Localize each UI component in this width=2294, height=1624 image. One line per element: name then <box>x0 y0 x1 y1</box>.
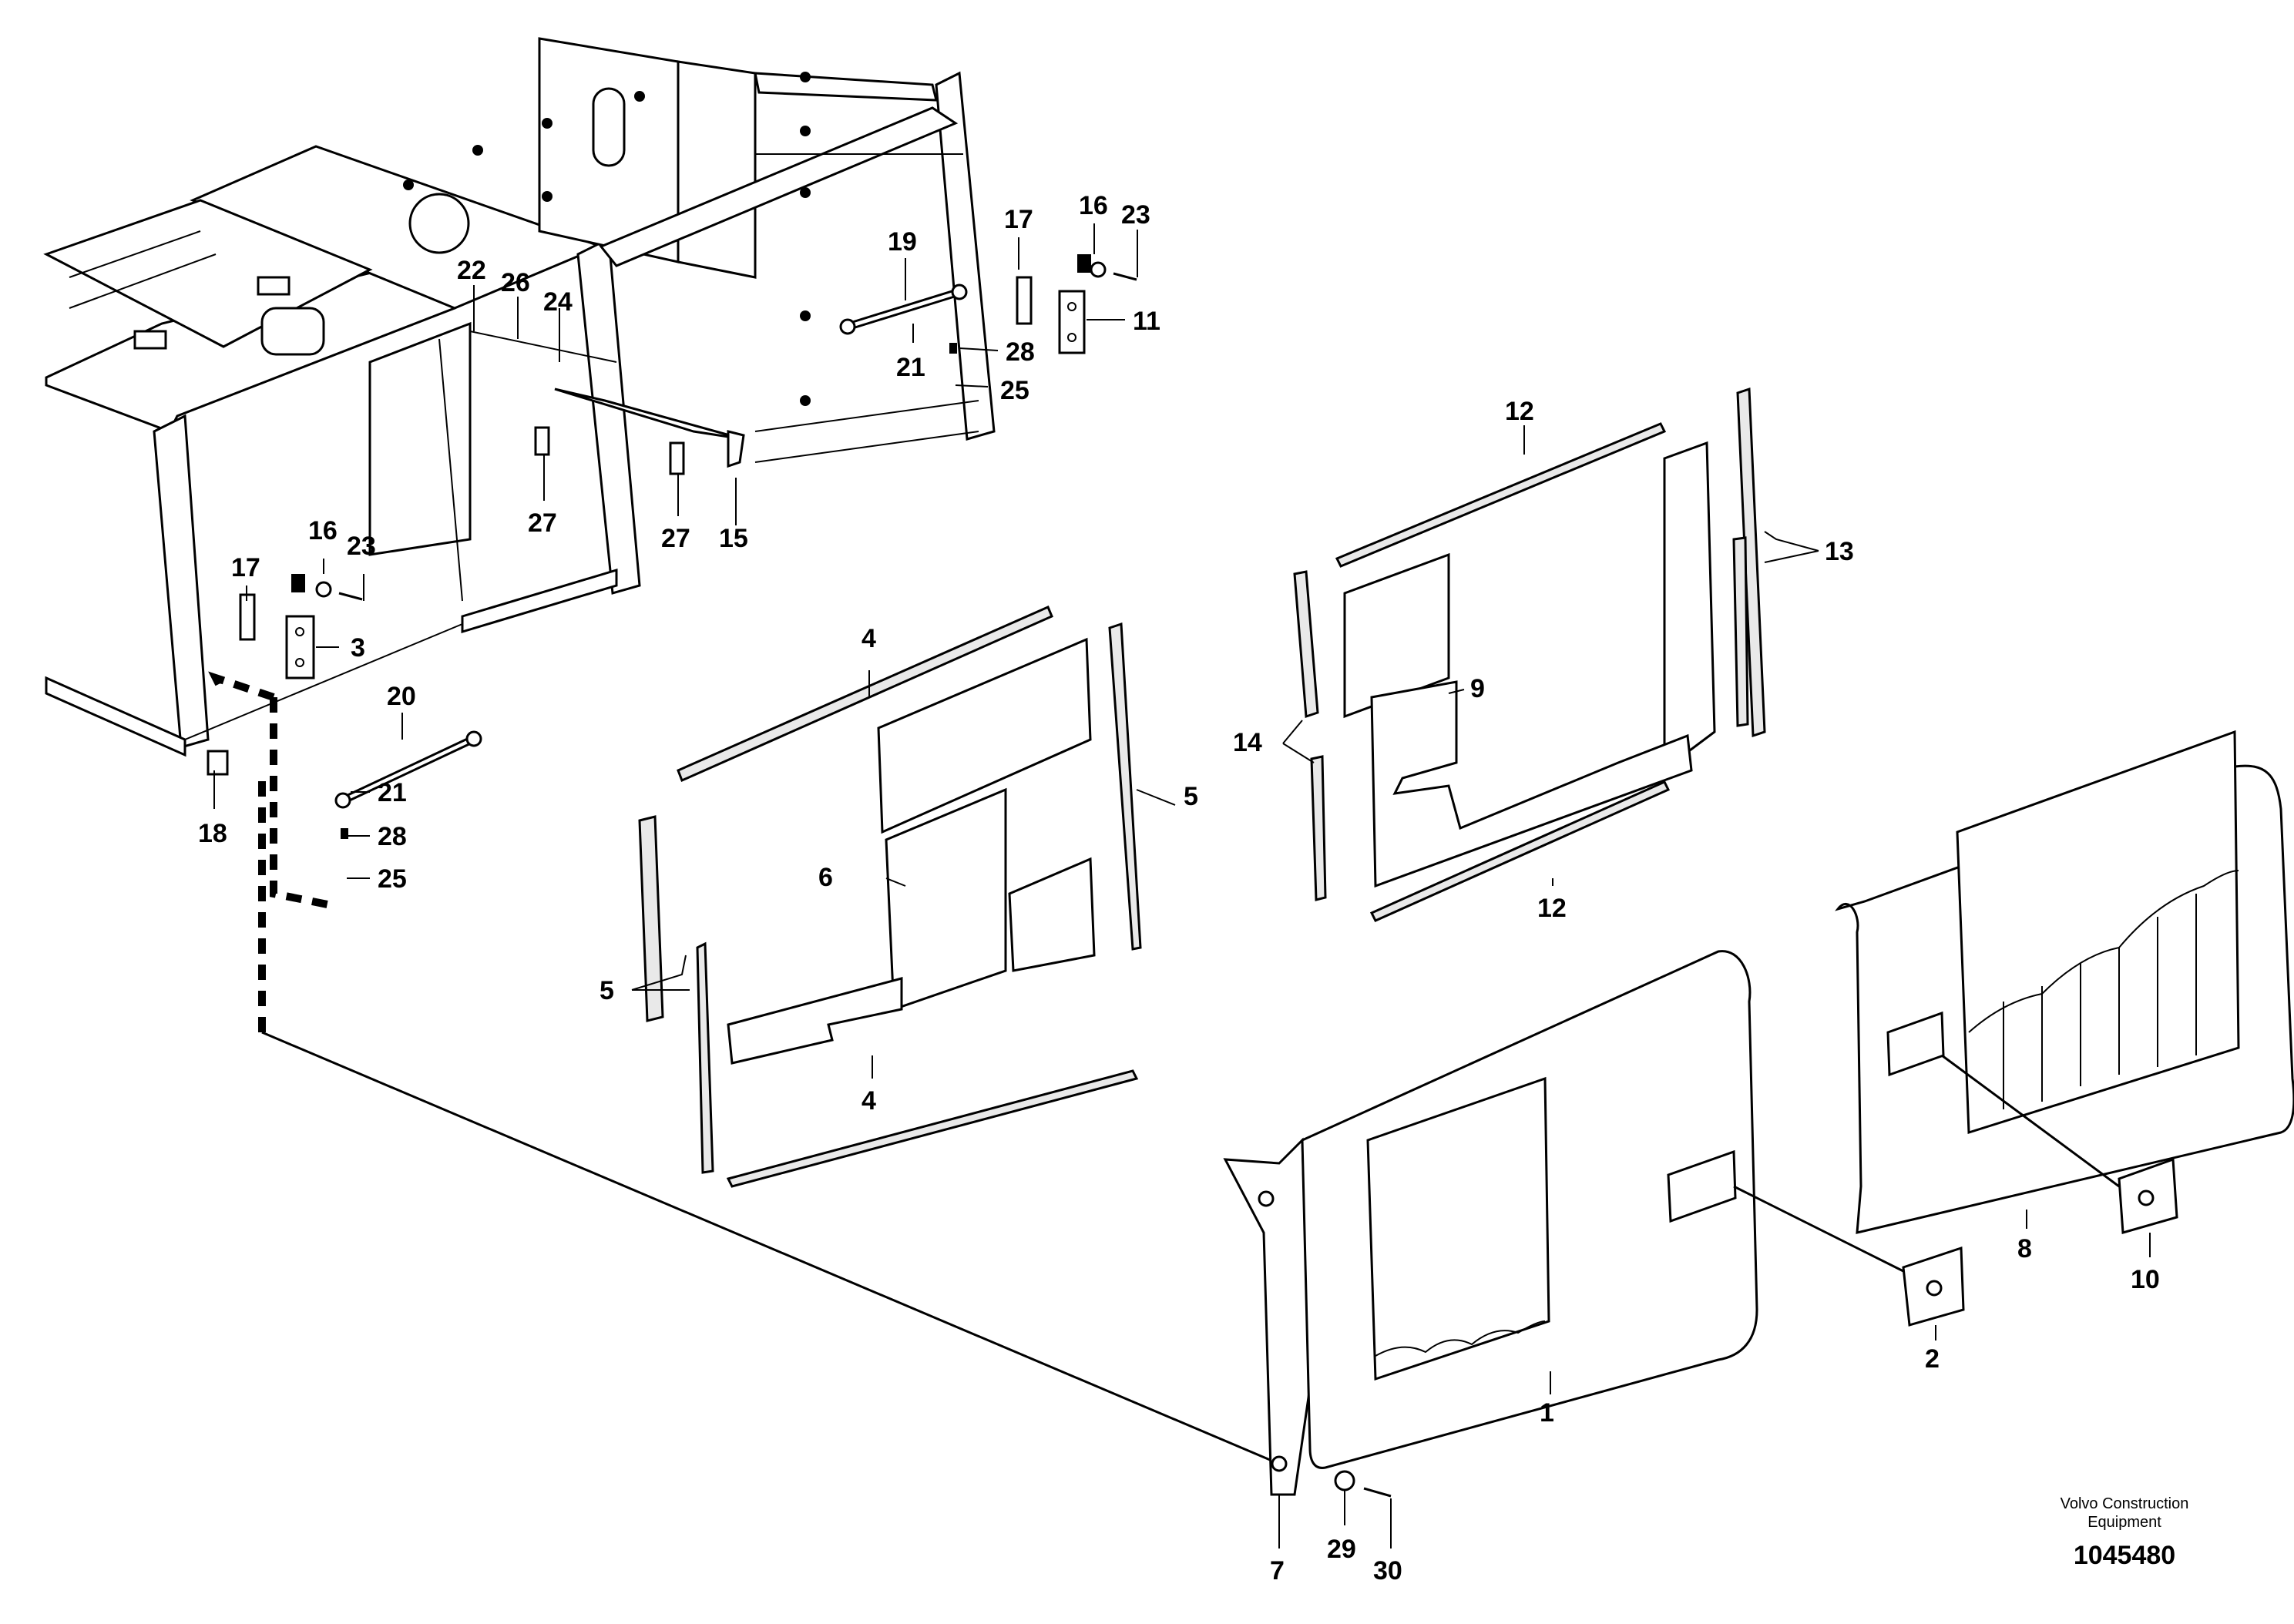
callout-1: 1 <box>1540 1398 1554 1428</box>
callout-9: 9 <box>1470 674 1485 703</box>
callout-5-left: 5 <box>600 976 614 1005</box>
callout-13: 13 <box>1825 537 1854 566</box>
callout-12-top: 12 <box>1505 397 1534 426</box>
callout-7: 7 <box>1270 1556 1285 1585</box>
callout-25-right: 25 <box>1000 376 1029 405</box>
callout-20: 20 <box>387 682 416 711</box>
callout-26: 26 <box>501 268 530 297</box>
callout-4-top: 4 <box>862 624 876 653</box>
callout-2: 2 <box>1925 1344 1940 1374</box>
washer-29 <box>1334 1470 1355 1491</box>
callout-19: 19 <box>888 227 917 257</box>
insulation-set-6 <box>638 606 1142 1188</box>
callout-5-right: 5 <box>1184 782 1198 811</box>
bracket-18 <box>207 750 229 776</box>
document-number: 1045480 <box>2074 1541 2175 1570</box>
callout-15: 15 <box>719 524 748 553</box>
callout-28-right: 28 <box>1006 337 1035 367</box>
clip-27-left <box>534 426 550 456</box>
callout-14: 14 <box>1233 728 1262 757</box>
leader-dashed <box>208 671 1280 1465</box>
callout-16-right: 16 <box>1079 191 1108 220</box>
callout-30: 30 <box>1373 1556 1402 1585</box>
callout-24: 24 <box>543 287 573 317</box>
insulation-set-9 <box>1293 387 1766 922</box>
callout-10: 10 <box>2131 1265 2160 1294</box>
callout-17-right: 17 <box>1004 205 1033 234</box>
callout-17-left: 17 <box>231 553 260 582</box>
door-lock-2 <box>1733 1185 1965 1327</box>
callout-6: 6 <box>818 863 833 892</box>
footer-credit: Volvo Construction Equipment 1045480 <box>2061 1495 2189 1570</box>
hinge-3 <box>285 615 315 679</box>
door-panel-8 <box>1835 730 2294 1234</box>
callout-11: 11 <box>1133 307 1160 336</box>
credit-line-1: Volvo Construction <box>2061 1495 2189 1512</box>
callout-3: 3 <box>351 633 365 663</box>
callout-22: 22 <box>457 256 486 285</box>
screw-30 <box>1363 1487 1392 1498</box>
bracket-17-left <box>239 593 256 641</box>
callout-23-right: 23 <box>1121 200 1150 230</box>
callout-23-left: 23 <box>347 532 376 561</box>
callout-18: 18 <box>198 819 227 848</box>
washer-16-left <box>291 574 363 601</box>
rod-20 <box>334 730 482 809</box>
callout-12-bottom: 12 <box>1537 894 1567 923</box>
rod-19 <box>839 284 968 335</box>
callout-labels: 1 2 3 4 4 5 5 6 7 8 9 10 11 12 12 13 14 … <box>198 191 2160 1585</box>
bracket-17-right <box>1016 276 1033 325</box>
leader-lines <box>213 223 2151 1549</box>
callout-16-left: 16 <box>308 516 338 545</box>
callout-27-right: 27 <box>661 524 690 553</box>
spring-28 <box>341 343 957 839</box>
callout-4-bottom: 4 <box>862 1086 876 1116</box>
washer-16-right <box>1077 254 1137 281</box>
credit-line-2: Equipment <box>2087 1514 2161 1531</box>
hinge-11 <box>1058 290 1086 354</box>
callout-25-left: 25 <box>378 864 407 894</box>
callout-28-left: 28 <box>378 822 407 851</box>
door-lock-10 <box>1941 1054 2178 1234</box>
callout-21-right: 21 <box>896 353 925 382</box>
clip-27-right <box>669 441 685 475</box>
callout-29: 29 <box>1327 1535 1356 1564</box>
door-panel-1 <box>1223 950 1758 1496</box>
callout-27-left: 27 <box>528 508 557 538</box>
cab-frame <box>43 37 996 757</box>
bracket-22-assembly <box>469 331 745 468</box>
callout-8: 8 <box>2017 1234 2032 1263</box>
callout-21-left: 21 <box>378 778 407 807</box>
